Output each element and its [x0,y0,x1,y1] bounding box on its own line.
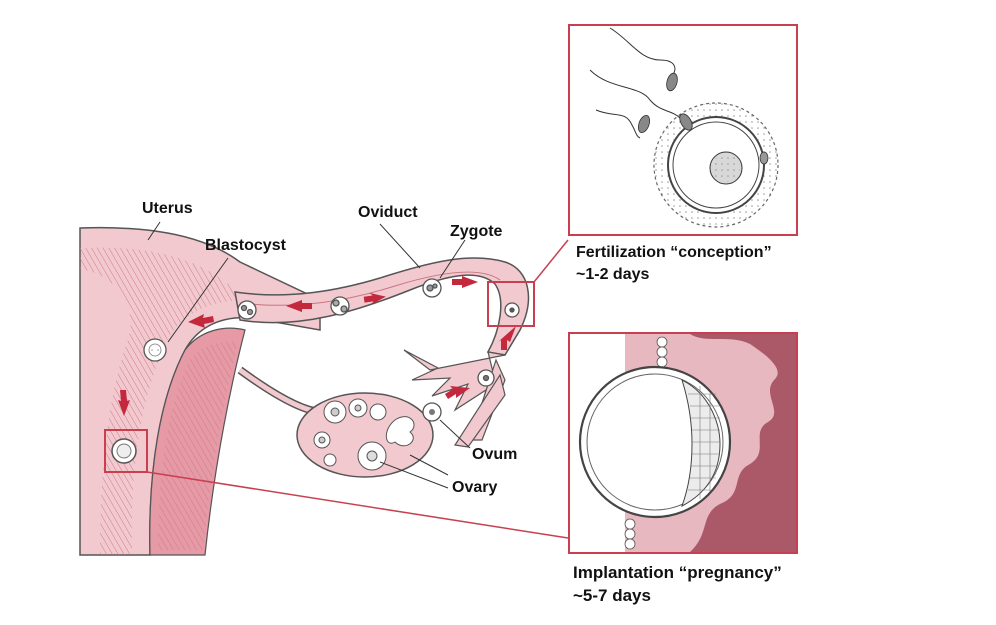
fertilization-inset [568,24,798,236]
implantation-caption: Implantation “pregnancy” ~5-7 days [573,562,782,608]
oviduct-cells [237,278,520,387]
implantation-caption-line1: Implantation “pregnancy” [573,563,782,582]
implantation-box [104,429,148,473]
conception-box [487,281,535,327]
label-uterus: Uterus [142,200,193,217]
label-blastocyst: Blastocyst [205,237,286,254]
fertilization-caption-line2: ~1-2 days [576,265,650,283]
ovary-follicles [313,398,415,471]
label-ovum: Ovum [472,446,518,463]
fertilization-caption-line1: Fertilization “conception” [576,244,772,261]
myometrium-band [80,247,250,555]
implantation-illustration [570,334,796,552]
leader-lines [147,221,466,489]
implantation-caption-line2: ~5-7 days [573,585,651,605]
fertilization-caption: Fertilization “conception” ~1-2 days [576,242,772,285]
label-ovary: Ovary [452,479,498,496]
label-zygote: Zygote [450,223,503,240]
migration-arrows [118,276,516,416]
oviduct-tube [234,257,530,356]
implantation-inset [568,332,798,554]
fertilization-illustration [589,27,779,228]
label-oviduct: Oviduct [358,204,418,221]
